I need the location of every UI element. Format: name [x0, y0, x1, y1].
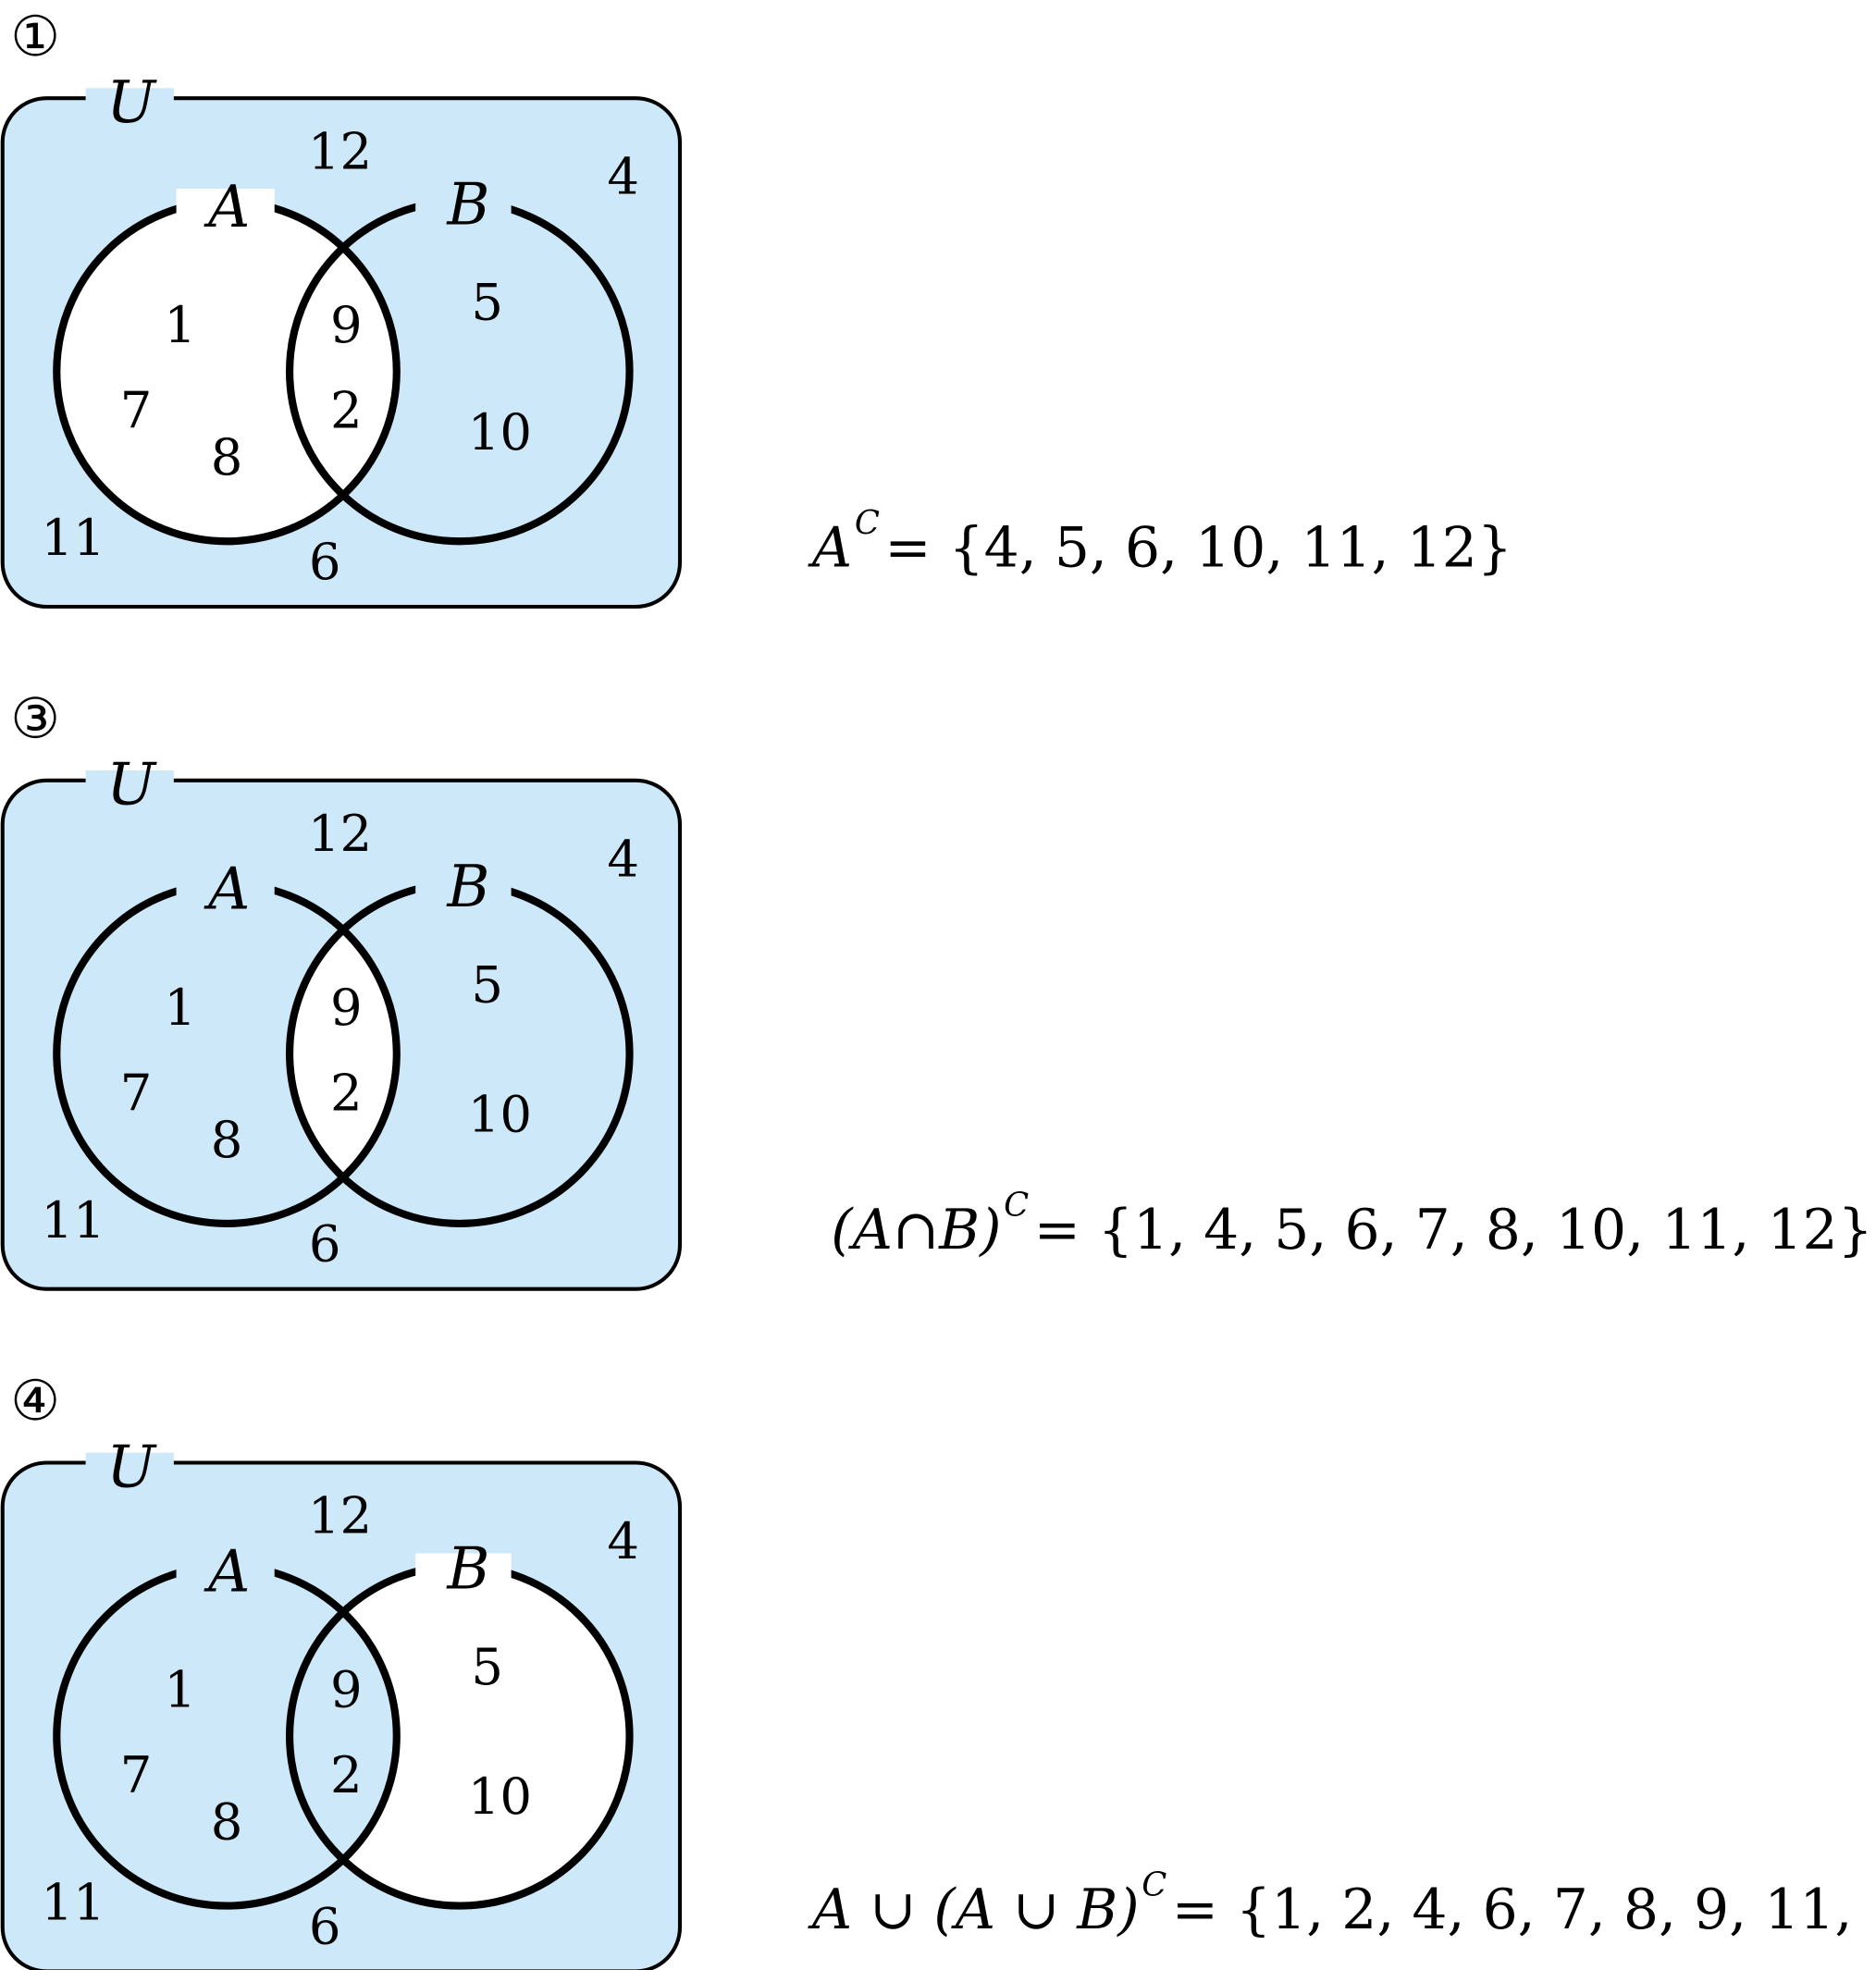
- equation-rhs: = {1, 4, 5, 6, 7, 8, 10, 11, 12}: [1034, 1198, 1873, 1262]
- set-equation: A ∪ (A ∪ B)C= {1, 2, 4, 6, 7, 8, 9, 11, …: [808, 1866, 1876, 1942]
- universe-label: U: [106, 68, 157, 136]
- element-only-b: 5: [471, 954, 503, 1014]
- venn-panel: ③UA B 178 9 2 5 10 12 4 11 6: [0, 687, 683, 1291]
- equation-rhs: = {4, 5, 6, 10, 11, 12}: [884, 515, 1512, 580]
- universe-label: U: [106, 751, 157, 819]
- element-only-a: 1: [164, 295, 196, 354]
- element-outside: 6: [309, 1896, 341, 1955]
- element-both: 9: [330, 1660, 363, 1719]
- equation-lhs: (A∩B): [831, 1198, 1001, 1262]
- equation-superscript: C: [1004, 1187, 1029, 1225]
- element-outside: 11: [41, 1873, 105, 1932]
- set-a-label: A: [204, 856, 250, 923]
- set-b-label: B: [446, 1535, 489, 1603]
- panel-marker: ③: [10, 687, 60, 752]
- element-both: 2: [330, 1063, 363, 1122]
- equation-lhs: A ∪ (A ∪ B): [808, 1878, 1140, 1942]
- universe-label-gap: [85, 88, 174, 114]
- set-a-label: A: [204, 173, 250, 240]
- universe-label-gap: [85, 1452, 174, 1478]
- element-only-b: 10: [468, 1085, 532, 1144]
- equation-lhs: A: [808, 515, 852, 580]
- panel-marker: ④: [10, 1369, 60, 1434]
- element-both: 9: [330, 978, 363, 1037]
- element-both: 2: [330, 1745, 363, 1804]
- element-only-a: 1: [164, 978, 196, 1037]
- element-outside: 12: [308, 804, 372, 863]
- element-only-b: 5: [471, 1637, 503, 1696]
- element-only-a: 7: [120, 1745, 153, 1804]
- set-b-label-gap: [415, 189, 512, 217]
- element-only-a: 8: [211, 1110, 243, 1169]
- set-equation: (A∩B)C= {1, 4, 5, 6, 7, 8, 10, 11, 12}: [831, 1187, 1872, 1262]
- set-b-label: B: [446, 853, 489, 920]
- equation-rhs: = {1, 2, 4, 6, 7, 8, 9, 11, 12}: [1172, 1878, 1876, 1942]
- element-outside: 4: [607, 147, 639, 206]
- element-only-a: 8: [211, 427, 243, 486]
- panel-marker: ①: [10, 5, 60, 69]
- element-only-a: 7: [120, 1063, 153, 1122]
- element-both: 2: [330, 381, 363, 440]
- set-b-label: B: [446, 170, 489, 238]
- venn-panel: ④UA B 178 9 2 5 10 12 4 11 6: [0, 1369, 683, 1970]
- element-outside: 12: [308, 121, 372, 180]
- element-outside: 6: [309, 532, 341, 591]
- element-outside: 11: [41, 1190, 105, 1250]
- set-b-label-gap: [415, 1553, 512, 1582]
- element-only-b: 10: [468, 1767, 532, 1826]
- set-a-label: A: [204, 1537, 250, 1605]
- element-outside: 4: [607, 1511, 639, 1570]
- element-outside: 12: [308, 1486, 372, 1545]
- element-only-b: 5: [471, 273, 503, 332]
- element-only-b: 10: [468, 402, 532, 462]
- universe-label-gap: [85, 770, 174, 796]
- element-only-a: 8: [211, 1791, 243, 1851]
- equation-superscript: C: [855, 504, 880, 542]
- element-both: 9: [330, 295, 363, 354]
- element-only-a: 7: [120, 381, 153, 440]
- element-outside: 11: [41, 508, 105, 567]
- venn-panel: ①UA B 178 9 2 5 10 12 4 11 6: [0, 5, 683, 609]
- element-outside: 6: [309, 1214, 341, 1274]
- universe-label: U: [106, 1433, 157, 1500]
- set-a-label-gap: [176, 1553, 275, 1582]
- set-a-label-gap: [176, 189, 275, 217]
- set-b-label-gap: [415, 870, 512, 899]
- universe-border: [0, 778, 683, 1291]
- universe-border: [0, 96, 683, 609]
- element-outside: 4: [607, 829, 639, 888]
- equation-superscript: C: [1142, 1866, 1166, 1904]
- element-only-a: 1: [164, 1660, 196, 1719]
- set-a-label-gap: [176, 870, 275, 899]
- universe-border: [0, 1460, 683, 1970]
